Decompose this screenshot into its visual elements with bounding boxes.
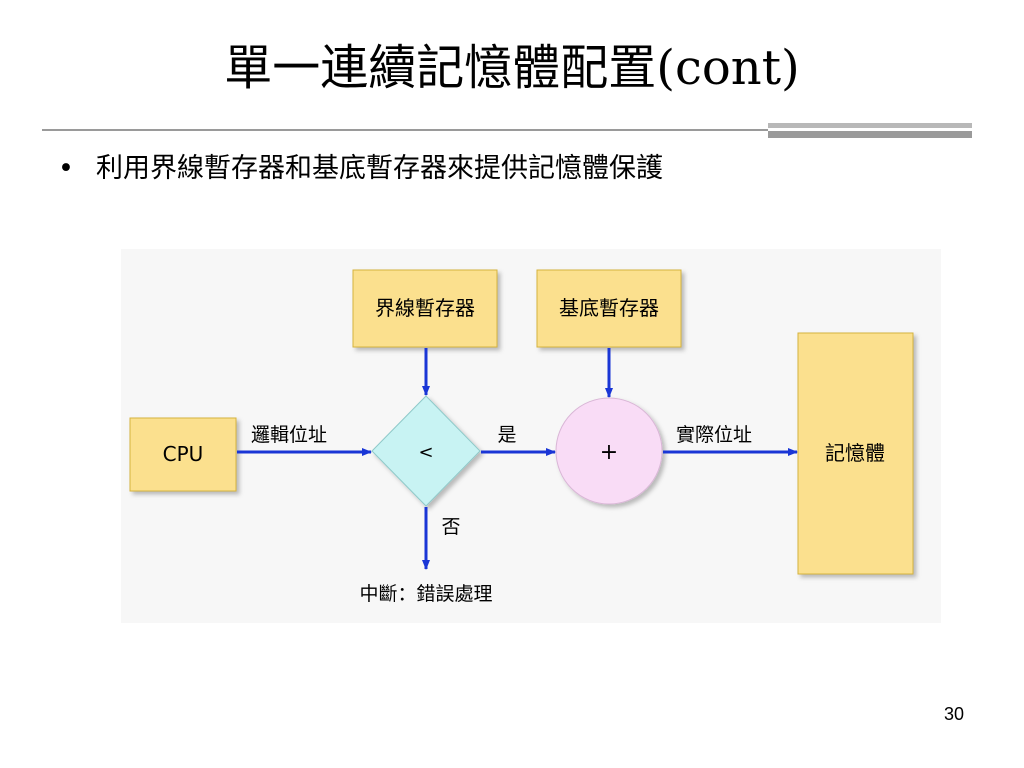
physical-address-label: 實際位址 [676,424,752,446]
title-divider-accent [768,123,972,138]
memory-box [797,332,914,575]
adder-circle [555,397,663,505]
cpu-box [129,417,237,492]
memory-label: 記憶體 [825,441,885,465]
slide-title: 單一連續記憶體配置(cont) [224,40,800,96]
yes-label: 是 [497,424,516,446]
adder-symbol: + [600,440,618,465]
logical-address-label: 邏輯位址 [251,424,327,446]
memory-protection-diagram: 界線暫存器 基底暫存器 CPU < + 記憶體 邏輯位址 是 實際位址 否 中斷… [121,249,941,623]
bullet-text: 利用界線暫存器和基底暫存器來提供記憶體保護 [96,153,663,184]
compare-diamond [371,395,481,507]
compare-symbol: < [418,442,433,463]
bullet-marker: • [58,153,74,184]
limit-register-label: 界線暫存器 [375,296,475,320]
page-number: 30 [943,704,964,724]
cpu-label: CPU [163,442,204,466]
base-register-box [536,269,682,348]
title-divider [42,129,972,131]
no-label: 否 [441,516,460,538]
limit-register-box [352,269,498,348]
bullet-item: • 利用界線暫存器和基底暫存器來提供記憶體保護 [58,146,663,185]
trap-handling-label: 中斷：錯誤處理 [359,583,492,605]
base-register-label: 基底暫存器 [559,296,659,320]
